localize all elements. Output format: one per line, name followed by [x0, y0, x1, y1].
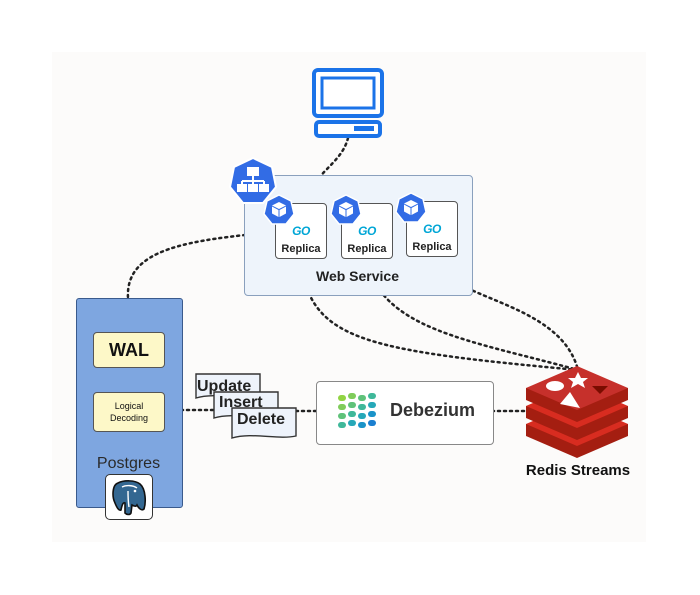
- go-logo: GO: [358, 224, 376, 238]
- debezium-label: Debezium: [390, 400, 476, 420]
- logical-decoding-box: Logical Decoding: [93, 392, 165, 432]
- change-events-stack: [195, 373, 297, 439]
- go-logo: GO: [423, 222, 441, 236]
- kubernetes-pod-icon: [330, 194, 362, 225]
- kubernetes-service-icon: [228, 156, 278, 204]
- replica-label: Replica: [412, 241, 452, 253]
- postgres-label: Postgres: [96, 455, 161, 472]
- logical-decoding-label-line2: Decoding: [109, 413, 149, 423]
- redis-streams-label: Redis Streams: [525, 462, 631, 479]
- go-logo: GO: [292, 224, 310, 238]
- insert-event-label: Insert: [219, 394, 263, 411]
- replica-label: Replica: [347, 243, 387, 255]
- redis-logo-icon: [526, 366, 628, 458]
- kubernetes-pod-icon: [263, 194, 295, 225]
- delete-event-label: Delete: [237, 411, 286, 428]
- logical-decoding-label-line1: Logical: [114, 401, 144, 411]
- web-service-label: Web Service: [315, 268, 399, 284]
- desktop-computer-icon: [312, 68, 384, 138]
- replica-label: Replica: [281, 243, 321, 255]
- document-shape-delete: [231, 407, 297, 439]
- postgres-logo-box: [105, 474, 153, 520]
- wal-box: WAL: [93, 332, 165, 368]
- postgres-elephant-icon: [112, 480, 146, 516]
- debezium-box: [316, 381, 494, 445]
- kubernetes-pod-icon: [395, 192, 427, 223]
- debezium-logo-icon: [338, 393, 376, 428]
- update-event-label: Update: [197, 378, 252, 395]
